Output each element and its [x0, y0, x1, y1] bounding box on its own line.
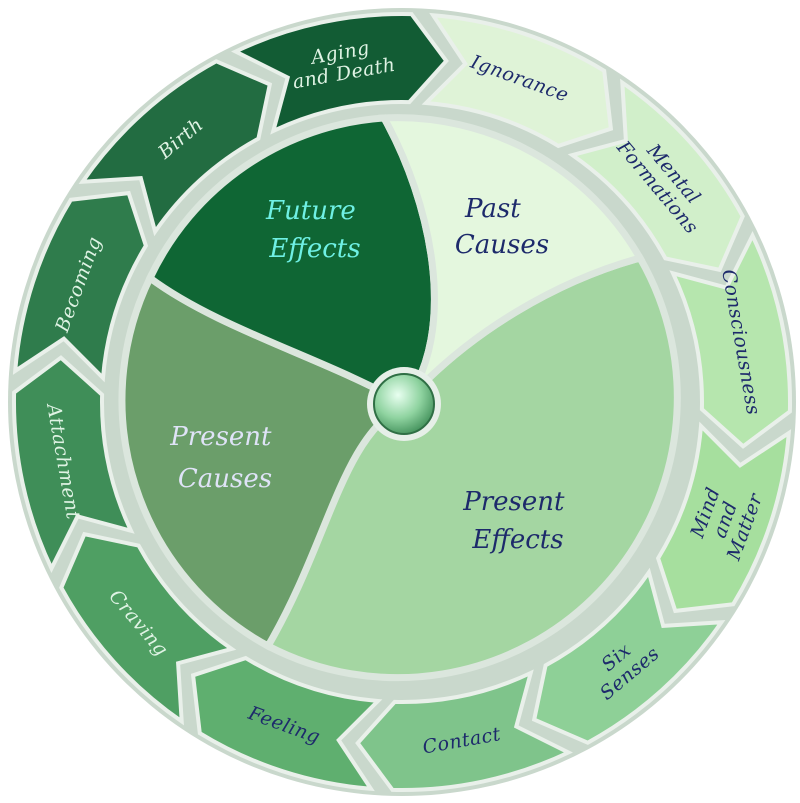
segment-aging-and-death — [231, 12, 449, 135]
segment-consciousness — [669, 231, 792, 449]
future-effects-label: Future Effects — [265, 196, 364, 264]
segment-six-senses — [531, 567, 726, 745]
present-effects-label: Present Effects — [462, 487, 573, 555]
segment-mental-formations — [567, 78, 745, 273]
quadrant-past-causes — [378, 114, 646, 407]
core-labels: Future Effects Past Causes Present Cause… — [169, 194, 573, 555]
segment-becoming — [12, 190, 149, 383]
past-causes-label: Past Causes — [455, 194, 549, 260]
segment-ignorance — [421, 12, 614, 149]
segment-craving — [59, 531, 237, 726]
core-quadrants — [118, 114, 681, 682]
central-hub — [373, 373, 435, 435]
segment-mind-and-matter — [655, 421, 792, 614]
segment-birth — [78, 59, 273, 237]
outer-ring-segments: IgnoranceMentalFormationsConsciousnessMi… — [12, 12, 792, 792]
segment-contact — [355, 669, 573, 792]
present-causes-label: Present Causes — [169, 422, 280, 494]
segment-feeling — [190, 655, 383, 792]
segment-attachment — [12, 355, 135, 573]
